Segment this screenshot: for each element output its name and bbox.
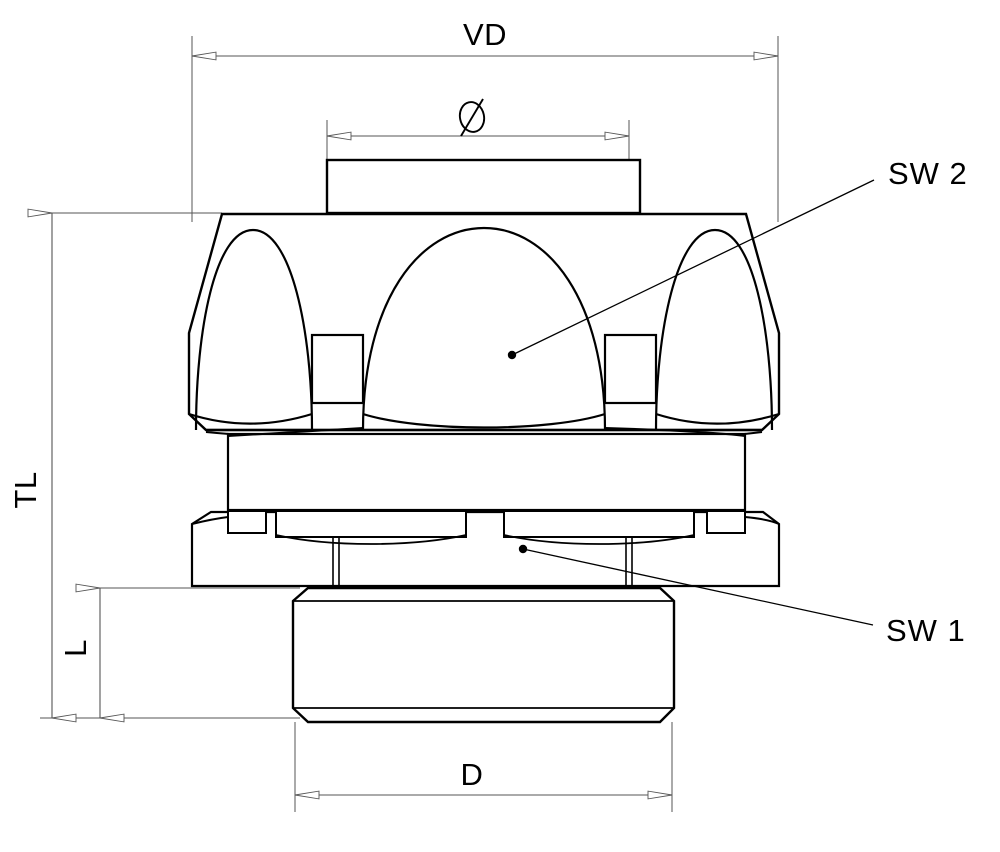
hex-collar-chamfer-right — [744, 516, 780, 525]
callout-label-sw2: SW 2 — [888, 156, 968, 191]
threaded-shank-outline — [291, 586, 676, 724]
leader-dot-sw1 — [518, 544, 528, 554]
diameter-symbol-circle — [458, 101, 486, 133]
hex-collar-slot-1 — [275, 510, 467, 538]
top-cap — [325, 158, 642, 215]
dimension-label-tl: TL — [8, 471, 43, 508]
callout-label-sw1: SW 1 — [886, 613, 966, 648]
hex-nut-flute-center — [361, 226, 607, 431]
hex-collar-slot-2 — [503, 510, 695, 538]
diameter-symbol-icon — [458, 98, 486, 137]
hex-collar-slot-sweep-1 — [275, 534, 467, 545]
hex-nut-flute-right — [654, 228, 774, 431]
diameter-symbol-slash — [460, 98, 484, 137]
leader-line-sw1 — [522, 548, 874, 626]
dimension-lines — [27, 51, 779, 800]
middle-body-top-sweep-left — [227, 427, 364, 437]
leader-line-sw2 — [511, 179, 875, 356]
hex-collar-slot-sweep-2 — [503, 534, 695, 545]
hex-nut-flute-left — [194, 228, 314, 431]
hex-nut-bottom-curve-center — [362, 412, 606, 429]
hex-nut-bottom-curve-right — [655, 412, 780, 425]
hex-nut-bottom-curve-left — [188, 412, 313, 425]
leader-dot-sw2 — [507, 350, 517, 360]
dimension-label-d: D — [461, 757, 484, 792]
middle-body-top-sweep-right — [604, 427, 746, 437]
part-geometry — [187, 158, 781, 724]
hex-collar-chamfer-left — [191, 516, 229, 525]
middle-body — [226, 432, 747, 512]
hex-collar-slot-right-end — [706, 510, 746, 534]
dimension-label-vd: VD — [463, 17, 507, 52]
hex-collar-slot-left-end — [227, 510, 267, 534]
dimension-label-l: L — [58, 639, 93, 657]
hex-nut-rib-right — [603, 333, 658, 405]
leader-dots — [507, 350, 528, 554]
hex-nut-rib-left — [310, 333, 365, 405]
leader-lines — [511, 179, 875, 626]
